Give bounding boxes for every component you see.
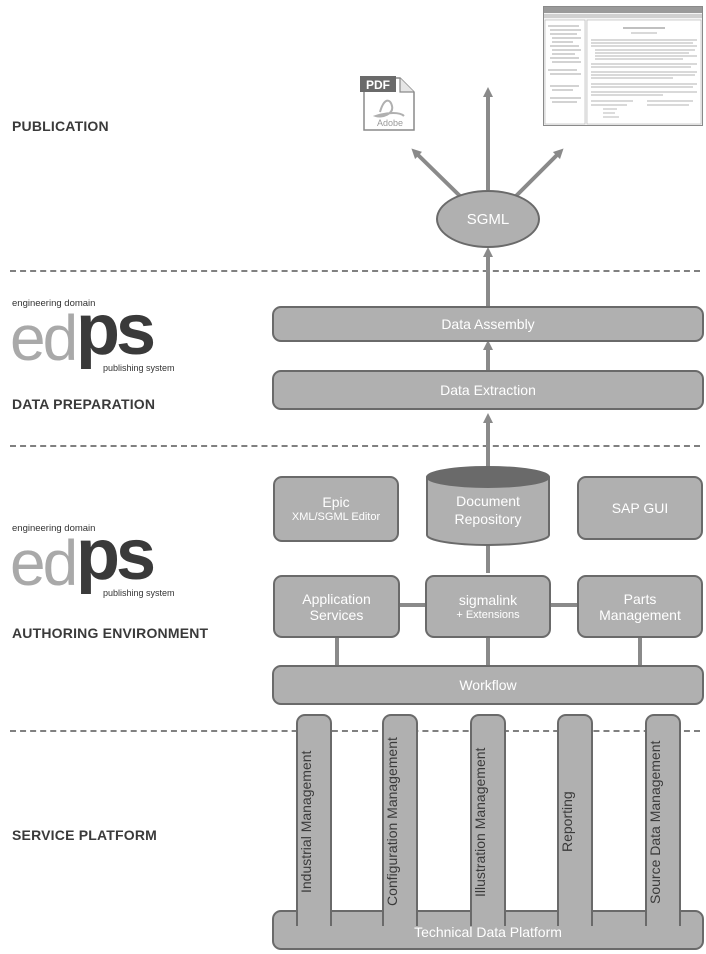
pdf-document-icon: PDF Adobe [360, 76, 415, 131]
data-extraction-label: Data Extraction [440, 382, 536, 398]
section-label-publication: PUBLICATION [12, 118, 109, 134]
section-divider [10, 445, 700, 447]
parts-management-line2: Management [599, 606, 681, 623]
sgml-node: SGML [436, 190, 540, 248]
logo-mark-ps: ps [76, 515, 156, 595]
repository-line1: Document [456, 493, 520, 509]
section-label-service-platform: SERVICE PLATFORM [12, 827, 158, 843]
data-assembly-box: Data Assembly [272, 306, 704, 342]
data-extraction-box: Data Extraction [272, 370, 704, 410]
document-repository-cylinder [426, 466, 550, 546]
service-pillar-label: Illustration Management [472, 747, 488, 897]
service-pillar: Configuration Management [382, 714, 418, 926]
logo-mark-ps: ps [76, 290, 156, 370]
logo-tagline-bottom: publishing system [103, 588, 175, 598]
sap-gui-box: SAP GUI [577, 476, 703, 540]
logo-mark-ed: ed [10, 527, 78, 599]
service-pillar-label: Source Data Management [647, 740, 663, 904]
repository-line2: Repository [454, 511, 522, 527]
section-label-data-preparation: DATA PREPARATION [12, 396, 156, 412]
arrow-up-left [411, 148, 464, 200]
arrow-up-right [512, 148, 564, 200]
sigmalink-subtitle: + Extensions [456, 608, 520, 621]
service-pillar: Industrial Management [296, 714, 332, 926]
edps-logo: engineering domain ed ps publishing syst… [10, 290, 185, 378]
service-pillar-label: Configuration Management [384, 737, 400, 907]
service-pillar-label: Industrial Management [298, 750, 314, 894]
parts-management-line1: Parts [623, 590, 657, 607]
logo-tagline-bottom: publishing system [103, 363, 175, 373]
section-divider [10, 730, 700, 732]
epic-editor-box: Epic XML/SGML Editor [273, 476, 399, 542]
application-services-line2: Services [309, 606, 364, 623]
sigmalink-title: sigmalink [458, 591, 518, 608]
document-viewer-screenshot-icon [543, 6, 703, 126]
parts-management-box: Parts Management [577, 575, 703, 638]
section-label-authoring-environment: AUTHORING ENVIRONMENT [12, 625, 209, 641]
workflow-label: Workflow [459, 677, 517, 693]
epic-title: Epic [322, 494, 350, 510]
section-divider [10, 270, 700, 272]
logo-tagline-top: engineering domain [12, 298, 96, 309]
sap-gui-label: SAP GUI [611, 500, 669, 516]
logo-mark-ed: ed [10, 302, 78, 374]
application-services-box: Application Services [273, 575, 400, 638]
service-pillar: Illustration Management [470, 714, 506, 926]
pdf-label: PDF [366, 78, 390, 92]
technical-data-platform-label: Technical Data Platform [414, 924, 562, 940]
workflow-box: Workflow [272, 665, 704, 705]
data-assembly-label: Data Assembly [441, 316, 535, 332]
service-pillar: Source Data Management [645, 714, 681, 926]
application-services-line1: Application [302, 590, 371, 607]
service-pillar: Reporting [557, 714, 593, 926]
edps-logo: engineering domain ed ps publishing syst… [10, 515, 185, 603]
sigmalink-box: sigmalink + Extensions [425, 575, 551, 638]
document-repository-label: Document Repository [425, 492, 551, 528]
epic-subtitle: XML/SGML Editor [291, 511, 381, 523]
sgml-label: SGML [466, 210, 510, 228]
service-pillar-label: Reporting [559, 791, 575, 853]
logo-tagline-top: engineering domain [12, 523, 96, 534]
adobe-label: Adobe [377, 118, 403, 128]
